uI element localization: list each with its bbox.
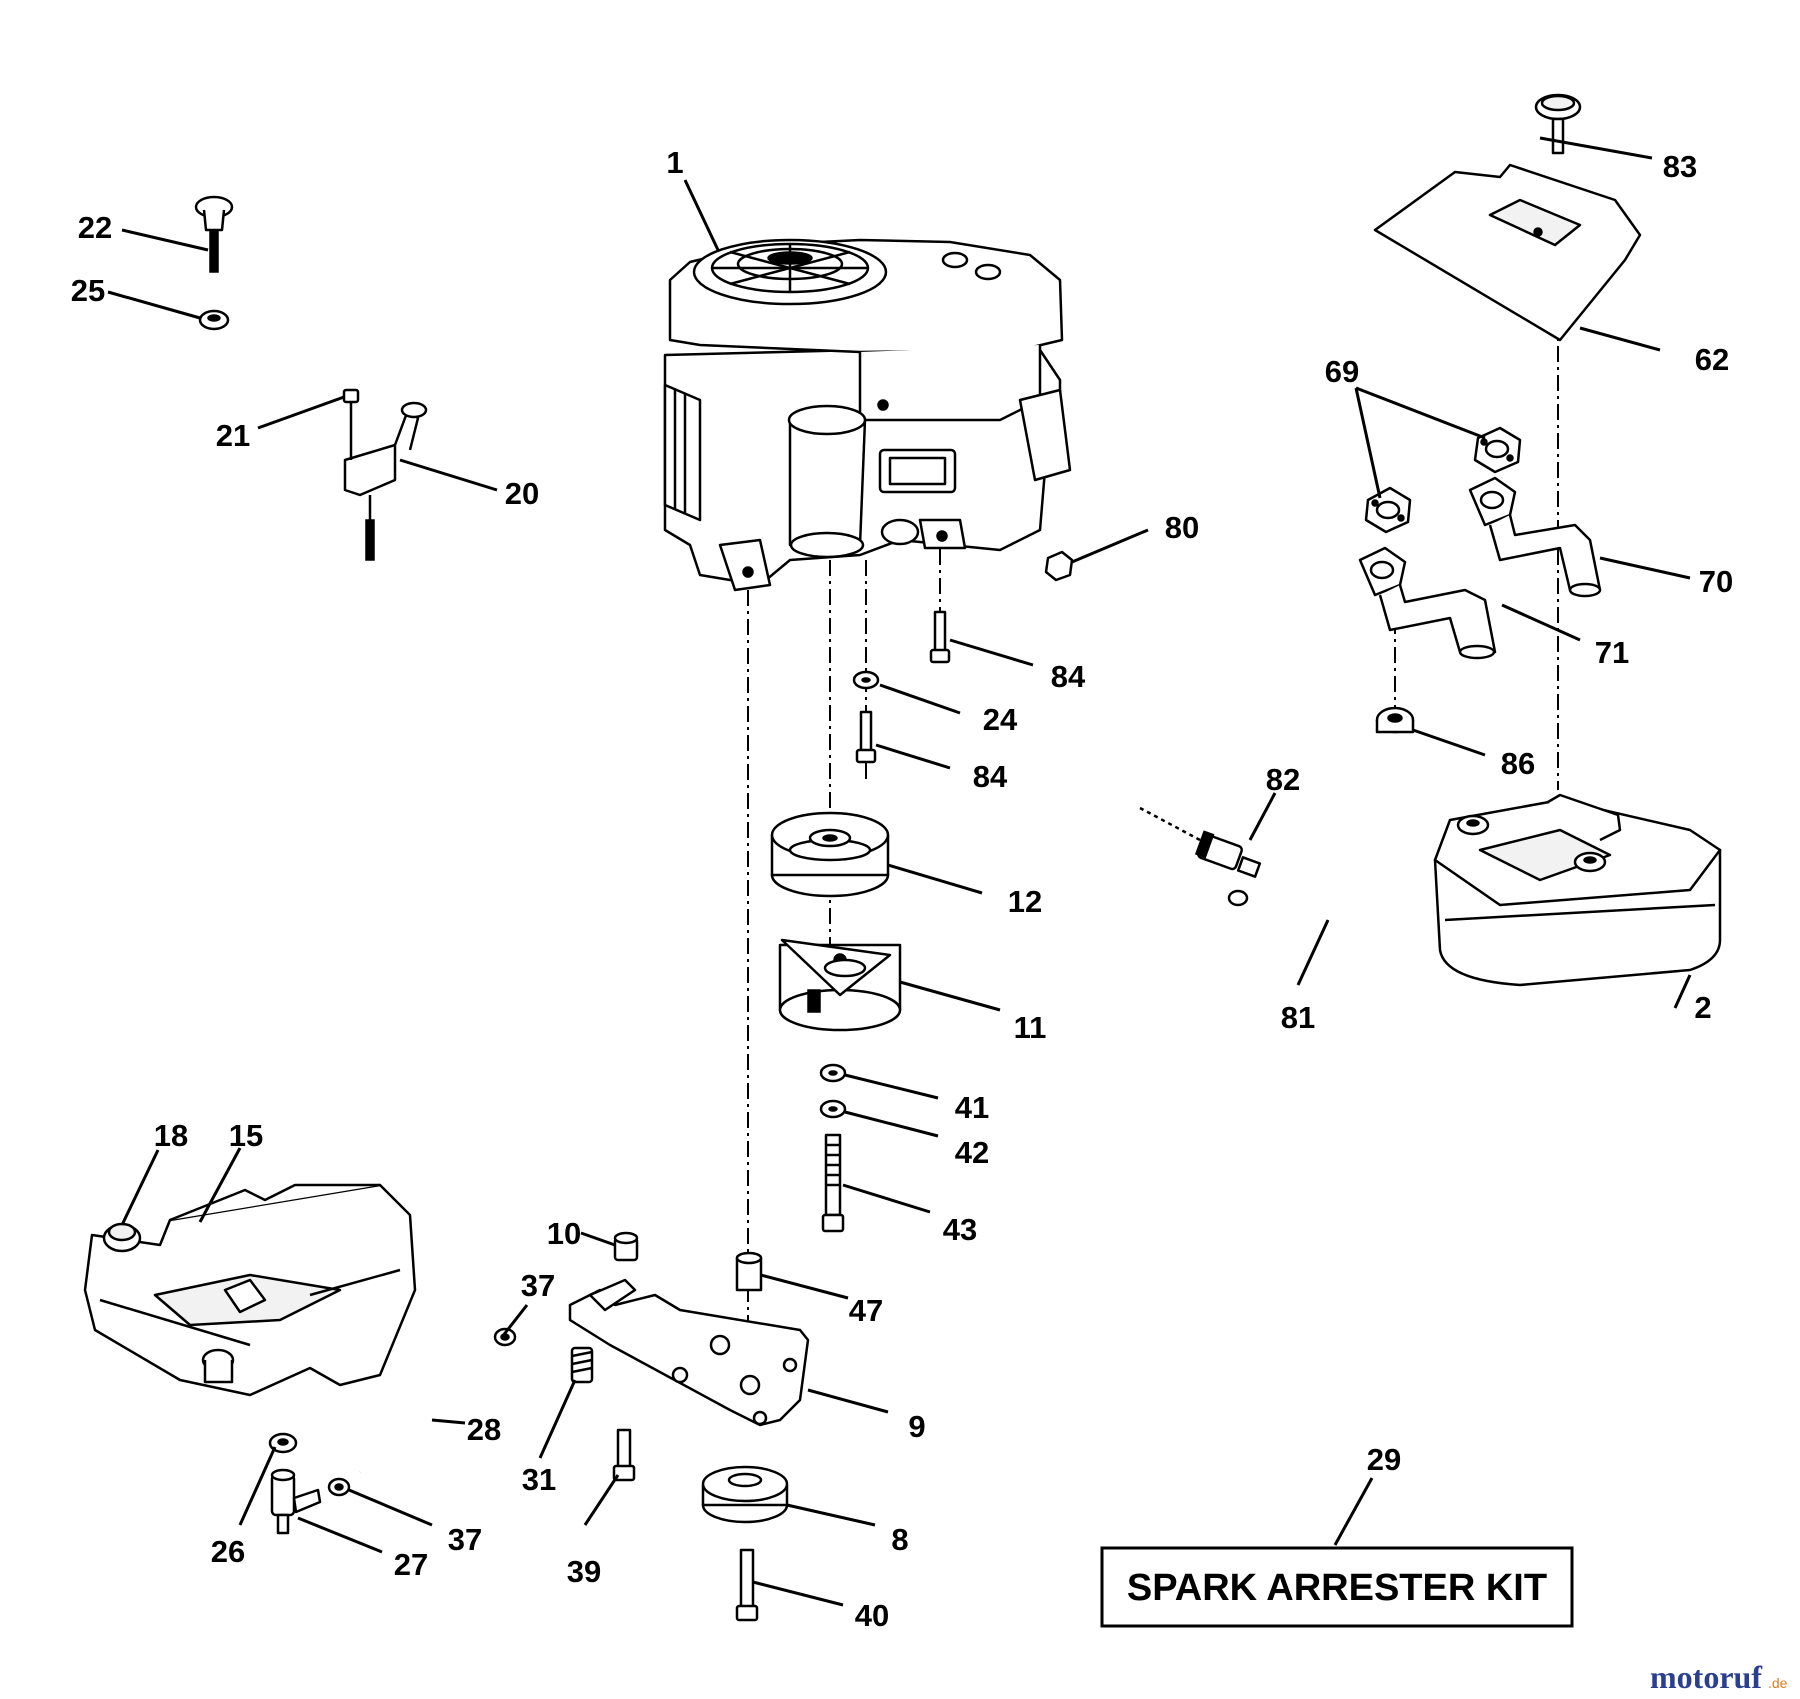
heat-shield-screw-part[interactable] [1534, 93, 1582, 155]
oil-drain-plug-part[interactable] [1044, 550, 1074, 582]
callout-81: 81 [1281, 1000, 1315, 1035]
spacer-part[interactable] [735, 1251, 763, 1292]
idler-pulley-part[interactable] [701, 1465, 789, 1524]
callout-41: 41 [955, 1090, 989, 1125]
fuel-cap-part[interactable] [102, 1222, 142, 1253]
exhaust-gasket-part-b[interactable] [1364, 486, 1412, 534]
throttle-bracket-part[interactable] [343, 401, 428, 561]
callout-43: 43 [943, 1212, 977, 1247]
watermark-text: motoruf [1650, 1659, 1762, 1695]
spark-arrester-kit-box[interactable] [1100, 1546, 1574, 1628]
callout-9: 9 [908, 1409, 925, 1444]
callout-18: 18 [154, 1118, 188, 1153]
star-washer-part[interactable] [852, 670, 880, 690]
engine-part[interactable] [663, 238, 1072, 592]
watermark-logo: motoruf .de [1650, 1659, 1788, 1695]
screw-part[interactable] [342, 388, 360, 460]
callout-10: 10 [547, 1216, 581, 1251]
callout-83: 83 [1663, 149, 1697, 184]
callout-37-lower: 37 [448, 1522, 482, 1557]
callout-84-lower: 84 [973, 759, 1008, 794]
callout-2: 2 [1694, 990, 1711, 1025]
fuel-line-part[interactable] [358, 1333, 507, 1473]
pulley-part[interactable] [770, 811, 890, 898]
watermark-domain: .de [1768, 1675, 1788, 1691]
callout-8: 8 [891, 1522, 908, 1557]
callout-37-upper: 37 [521, 1268, 555, 1303]
callout-84-upper: 84 [1051, 659, 1086, 694]
callout-70: 70 [1699, 564, 1733, 599]
callout-86: 86 [1501, 746, 1535, 781]
idler-bolt-part[interactable] [612, 1428, 636, 1482]
engine-bolt-part-a[interactable] [929, 610, 951, 664]
spring-part[interactable] [570, 1346, 594, 1384]
bushing-part[interactable] [613, 1231, 639, 1262]
callout-29: 29 [1367, 1442, 1401, 1477]
spacer-washer-part[interactable] [819, 1063, 847, 1083]
callout-27: 27 [394, 1547, 428, 1582]
callout-21: 21 [216, 418, 250, 453]
callout-82: 82 [1266, 762, 1300, 797]
clutch-bolt-part[interactable] [821, 1133, 845, 1233]
muffler-part[interactable] [1433, 793, 1722, 987]
leader-lines [107, 136, 1692, 1607]
callout-62: 62 [1695, 342, 1729, 377]
lock-washer-part[interactable] [819, 1099, 847, 1119]
callout-71: 71 [1595, 635, 1629, 670]
callout-25: 25 [71, 273, 105, 308]
idler-bracket-part[interactable] [568, 1278, 810, 1427]
fuel-tank-part[interactable] [83, 1183, 417, 1397]
pulley-bolt-part[interactable] [735, 1548, 759, 1622]
callout-11: 11 [1014, 1010, 1047, 1045]
exhaust-gasket-part-a[interactable] [1473, 426, 1522, 474]
exhaust-pipe-left-part[interactable] [1358, 546, 1497, 660]
callout-22: 22 [78, 210, 112, 245]
callout-69: 69 [1325, 354, 1359, 389]
callout-80: 80 [1165, 510, 1199, 545]
grommet-part[interactable] [268, 1432, 298, 1454]
oil-drain-hose-part[interactable] [1258, 868, 1397, 1042]
exhaust-pipe-right-part[interactable] [1468, 476, 1602, 598]
electric-clutch-part[interactable] [778, 938, 902, 1032]
callout-40: 40 [855, 1598, 889, 1633]
callout-1: 1 [666, 145, 683, 180]
heat-shield-part[interactable] [1373, 163, 1642, 342]
exhaust-nut-part[interactable] [1375, 706, 1415, 734]
callout-12: 12 [1008, 884, 1042, 919]
callout-24: 24 [983, 702, 1018, 737]
engine-bolt-part-b[interactable] [855, 710, 877, 764]
callout-47: 47 [849, 1293, 883, 1328]
callout-31: 31 [522, 1462, 556, 1497]
callout-numbers: 1 83 22 25 21 20 69 62 80 70 71 84 24 84… [71, 145, 1733, 1633]
oil-drain-valve-part[interactable] [1139, 806, 1262, 907]
washer-part[interactable] [198, 309, 230, 331]
fuel-shutoff-valve-part[interactable] [270, 1468, 322, 1535]
hose-clamp-part-b[interactable] [327, 1477, 351, 1497]
choke-knob-part[interactable] [194, 195, 234, 273]
callout-26: 26 [211, 1534, 245, 1569]
callout-39: 39 [567, 1554, 601, 1589]
callout-42: 42 [955, 1135, 989, 1170]
callout-15: 15 [229, 1118, 263, 1153]
callout-20: 20 [505, 476, 539, 511]
callout-28: 28 [467, 1412, 501, 1447]
spark-arrester-kit-label: SPARK ARRESTER KIT [1127, 1567, 1547, 1609]
